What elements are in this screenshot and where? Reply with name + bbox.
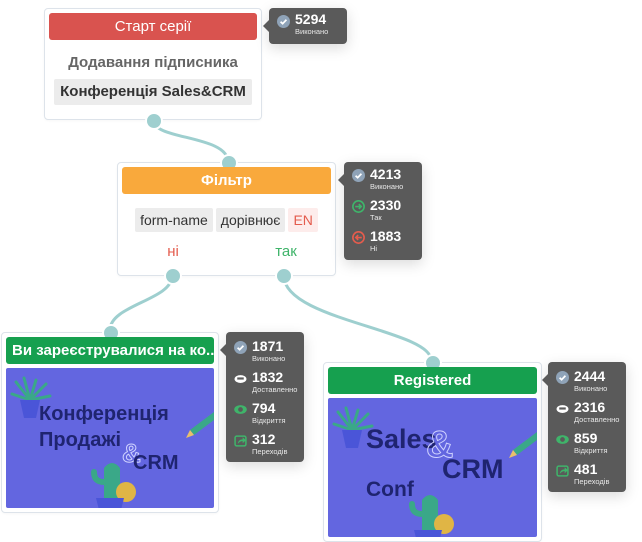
stat-value: 1832 xyxy=(252,369,284,385)
branch-no-label: ні xyxy=(167,243,179,260)
banner-text-amp: & xyxy=(425,424,454,467)
connector-start-to-filter xyxy=(151,119,230,163)
start-node[interactable]: Старт серії Додавання підписника Конфере… xyxy=(44,8,262,130)
arrow-left-circle-icon xyxy=(352,231,365,244)
connector-filter-no xyxy=(108,275,174,331)
condition-field: form-name xyxy=(135,208,213,232)
check-icon xyxy=(352,169,365,182)
stat-label: Виконано xyxy=(295,27,329,36)
email-yes-title: Registered xyxy=(393,372,472,389)
filter-stats-panel: 4213 Виконано 2330 Так 1883 Ні xyxy=(338,162,422,260)
stat-label: Ні xyxy=(370,244,378,253)
stat-value: 4213 xyxy=(370,166,402,182)
banner-text-line2: CRM xyxy=(442,454,504,484)
share-icon xyxy=(234,435,247,447)
filter-yes-port[interactable] xyxy=(275,267,293,285)
stat-value: 481 xyxy=(574,461,598,477)
connector-filter-yes xyxy=(282,275,433,361)
condition-value: EN xyxy=(288,208,318,232)
stat-label: Так xyxy=(370,213,382,222)
eye-icon xyxy=(556,435,569,444)
stat-label: Виконано xyxy=(574,384,608,393)
pencil-icon xyxy=(186,412,214,438)
stat-value: 5294 xyxy=(295,11,327,27)
stat-label: Переходів xyxy=(252,447,288,456)
stat-value: 794 xyxy=(252,400,276,416)
stat-label: Відкриття xyxy=(574,446,608,455)
condition-operator: дорівнює xyxy=(215,208,286,232)
stat-label: Виконано xyxy=(252,354,286,363)
arrow-right-circle-icon xyxy=(352,200,365,213)
stat-label: Доставленно xyxy=(252,385,298,394)
plant-icon xyxy=(10,376,52,418)
email-yes-banner-image: Sales & CRM Conf xyxy=(328,398,537,537)
stat-label: Доставленно xyxy=(574,415,620,424)
cactus-icon xyxy=(91,463,136,508)
stat-value: 2330 xyxy=(370,197,402,213)
email-node-yes[interactable]: Registered Sales & CRM Conf xyxy=(323,354,542,542)
branch-yes-label: так xyxy=(275,243,297,260)
pencil-icon xyxy=(509,432,537,458)
stat-value: 312 xyxy=(252,431,276,447)
email-yes-header: Registered xyxy=(328,367,537,394)
banner-text-amp: & xyxy=(122,438,142,469)
banner-text-line3: Conf xyxy=(366,478,414,501)
filter-no-port[interactable] xyxy=(164,267,182,285)
check-icon xyxy=(556,371,569,384)
email-no-stats-panel: 1871 Виконано 1832 Доставленно 794 Відкр… xyxy=(220,332,304,462)
email-node-no[interactable]: Ви зареєструвалися на ко... Конференція … xyxy=(1,324,219,513)
start-trigger-label: Додавання підписника xyxy=(68,54,238,71)
stat-value: 2444 xyxy=(574,368,606,384)
check-icon xyxy=(234,341,247,354)
stat-label: Виконано xyxy=(370,182,404,191)
delivered-icon xyxy=(556,405,569,413)
delivered-icon xyxy=(234,375,247,383)
start-node-title: Старт серії xyxy=(114,18,192,35)
filter-node-header: Фільтр xyxy=(122,167,331,194)
filter-node-title: Фільтр xyxy=(201,172,252,189)
check-icon xyxy=(277,15,290,28)
email-no-banner-image: Конференція Продажі & CRM xyxy=(6,368,214,508)
start-list-name: Конференція Sales&CRM xyxy=(54,79,252,105)
eye-icon xyxy=(234,405,247,414)
plant-icon xyxy=(332,406,374,448)
stat-value: 859 xyxy=(574,430,598,446)
start-node-header: Старт серії xyxy=(49,13,257,40)
email-no-title: Ви зареєструвалися на ко... xyxy=(12,342,214,359)
cactus-icon xyxy=(409,495,454,537)
banner-text-line2: Продажі xyxy=(39,429,122,451)
start-output-port[interactable] xyxy=(145,112,163,130)
banner-text-line3: CRM xyxy=(133,452,179,474)
banner-text-line1: Конференція xyxy=(39,403,169,425)
banner-text-line1: Sales xyxy=(366,424,437,454)
email-no-header: Ви зареєструвалися на ко... xyxy=(6,337,214,364)
stat-value: 1883 xyxy=(370,228,402,244)
stat-label: Відкриття xyxy=(252,416,286,425)
share-icon xyxy=(556,465,569,477)
stat-value: 1871 xyxy=(252,338,284,354)
start-stats-panel: 5294 Виконано xyxy=(263,8,347,44)
stat-value: 2316 xyxy=(574,399,606,415)
stat-label: Переходів xyxy=(574,477,610,486)
email-yes-stats-panel: 2444 Виконано 2316 Доставленно 859 Відкр… xyxy=(542,362,626,492)
